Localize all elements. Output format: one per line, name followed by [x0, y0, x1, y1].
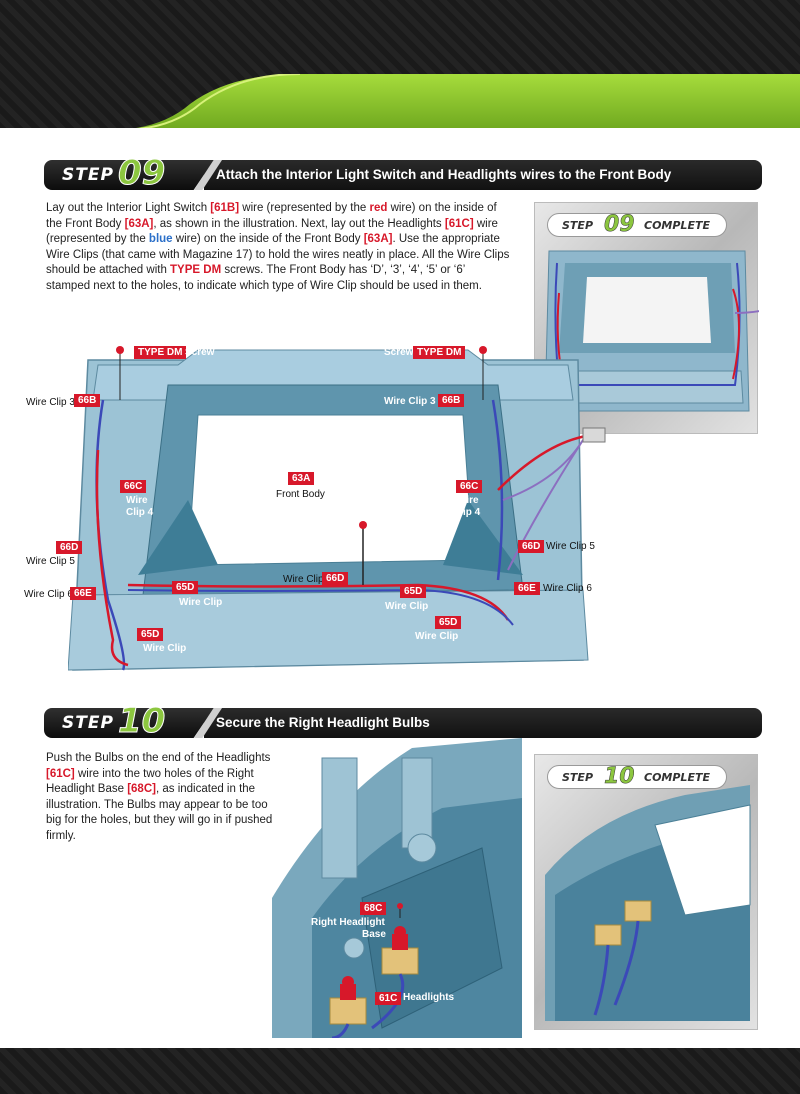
step-10-complete-badge: STEP 10 COMPLETE: [547, 764, 727, 790]
label-screw-left: Screw: [185, 347, 215, 358]
tag-65d-c: 65D: [137, 628, 164, 641]
tag-66b-right: 66B: [438, 394, 465, 407]
label-wire-clip-4-left-b: Clip 4: [126, 507, 154, 518]
tag-66c-right: 66C: [456, 480, 483, 493]
step-10-header: STEP 10 Secure the Right Headlight Bulbs: [44, 704, 762, 739]
step-09-word: STEP: [62, 165, 114, 185]
complete-badge-word: COMPLETE: [644, 219, 710, 232]
tag-66d-right: 66D: [518, 540, 545, 553]
label-wire-clip-65d-c: Wire Clip: [143, 643, 187, 654]
step-10-complete-illustration: [545, 785, 751, 1021]
label-wire-clip-5-left: Wire Clip 5: [26, 556, 75, 567]
label-wire-clip-4-right-b: Clip 4: [453, 507, 481, 518]
complete-badge-number: 10: [604, 764, 635, 790]
tag-66e-left: 66E: [70, 587, 96, 600]
step-09-title: Attach the Interior Light Switch and Hea…: [216, 167, 672, 182]
tag-63a: 63A: [288, 472, 315, 485]
label-wire-clip-4-right-a: Wire: [457, 495, 479, 506]
step-09-header: STEP 09 Attach the Interior Light Switch…: [44, 156, 762, 191]
complete-badge-step: STEP: [562, 771, 594, 784]
tag-66c-left: 66C: [120, 480, 147, 493]
header-green-swoosh: [0, 74, 800, 130]
step-10-word: STEP: [62, 713, 114, 733]
label-right-headlight-a: Right Headlight: [311, 917, 385, 928]
complete-badge-word: COMPLETE: [644, 771, 710, 784]
complete-badge-step: STEP: [562, 219, 594, 232]
step-10-instructions: Push the Bulbs on the end of the Headlig…: [46, 752, 273, 842]
step-09-complete-illustration: [544, 250, 759, 412]
tag-65d-a: 65D: [172, 581, 199, 594]
step-09-instructions: Lay out the Interior Light Switch [61B] …: [46, 202, 510, 292]
label-headlights: Headlights: [403, 992, 455, 1003]
label-wire-clip-6-left: Wire Clip 6: [24, 589, 73, 600]
tag-type-dm-right: TYPE DM: [413, 346, 466, 359]
label-wire-clip-3-right: Wire Clip 3: [384, 396, 436, 407]
step-09-number: 09: [117, 153, 166, 193]
tag-65d-b: 65D: [400, 585, 427, 598]
tag-type-dm-left: TYPE DM: [134, 346, 187, 359]
label-screw-right: Screw: [384, 347, 414, 358]
step-10-number: 10: [117, 701, 166, 741]
label-wire-clip-6-right: Wire Clip 6: [543, 583, 592, 594]
label-wire-clip-65d-d: Wire Clip: [415, 631, 459, 642]
step-09-title-bar: [204, 160, 762, 190]
step-09-complete-badge: STEP 09 COMPLETE: [547, 212, 727, 238]
tag-65d-d: 65D: [435, 616, 462, 629]
step-10-title-bar: [204, 708, 762, 738]
tag-68c: 68C: [360, 902, 387, 915]
label-front-body: Front Body: [276, 489, 325, 500]
label-wire-clip-5-right: Wire Clip 5: [546, 541, 595, 552]
label-wire-clip-65d-a: Wire Clip: [179, 597, 223, 608]
tag-66e-right: 66E: [514, 582, 540, 595]
label-wire-clip-3-left: Wire Clip 3: [26, 397, 75, 408]
step-10-headlight-diagram: [272, 738, 522, 1038]
label-wire-clip-4-left-a: Wire: [126, 495, 148, 506]
step-10-title: Secure the Right Headlight Bulbs: [216, 715, 430, 730]
step-09-tab: [44, 160, 214, 190]
step-10-complete-panel: STEP 10 COMPLETE: [534, 754, 758, 1030]
complete-badge-number: 09: [604, 212, 635, 238]
footer-band: [0, 1048, 800, 1094]
step-09-front-body-diagram: [68, 346, 606, 671]
label-right-headlight-b: Base: [362, 929, 386, 940]
label-wire-clip-65d-b: Wire Clip: [385, 601, 429, 612]
tag-66b-left: 66B: [74, 394, 101, 407]
tag-61c: 61C: [375, 992, 402, 1005]
tag-66d-left: 66D: [56, 541, 83, 554]
label-wire-clip-center: Wire Clip: [283, 574, 324, 585]
step-10-tab: [44, 708, 214, 738]
tag-66d-center: 66D: [322, 572, 349, 585]
